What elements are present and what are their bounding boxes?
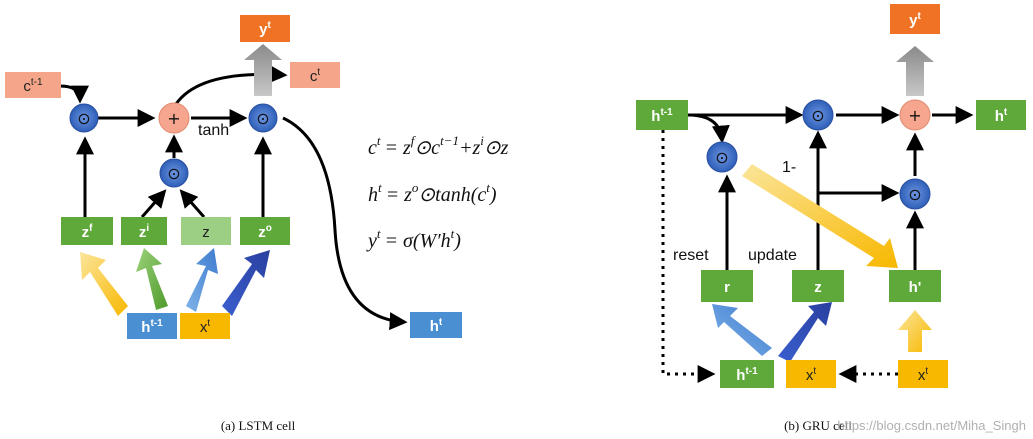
lstm-equations: ct= zf⊙ct−1+zi⊙z ht= zo⊙tanh(ct) yt= σ(W… bbox=[366, 133, 509, 252]
mult-symbol: ⊙ bbox=[811, 106, 824, 125]
mult-symbol: ⊙ bbox=[908, 185, 921, 204]
gru-connections bbox=[687, 106, 974, 270]
box-c-prev: ct-1 bbox=[5, 72, 61, 98]
input-mult-node: ⊙ bbox=[159, 158, 189, 188]
box-zi: zi bbox=[121, 217, 167, 245]
svg-text:h': h' bbox=[909, 279, 922, 296]
box-gru-h-prime: h' bbox=[889, 270, 941, 302]
equation-ct: ct= zf⊙ct−1+zi⊙z bbox=[368, 133, 509, 159]
svg-text:z: z bbox=[814, 279, 822, 296]
box-y-out: yt bbox=[240, 15, 290, 42]
box-zo: zo bbox=[240, 217, 290, 245]
box-gru-h-out: ht bbox=[976, 100, 1026, 130]
box-h-prev: ht-1 bbox=[127, 313, 177, 339]
arrow-to-r bbox=[712, 304, 772, 356]
svg-text:ht: ht bbox=[430, 317, 443, 335]
equation-ht: ht= zo⊙tanh(ct) bbox=[368, 180, 497, 206]
arrow-to-zo bbox=[222, 250, 270, 316]
output-mult-to-ht bbox=[282, 116, 408, 331]
box-h-out: ht bbox=[410, 312, 462, 338]
svg-text:xt: xt bbox=[918, 366, 929, 384]
arrow-to-zi bbox=[136, 248, 168, 310]
add-node: + bbox=[158, 102, 190, 134]
arrow-to-z bbox=[778, 302, 832, 362]
box-c-out: ct bbox=[290, 62, 340, 88]
tanh-label: tanh bbox=[198, 122, 229, 139]
gru-caption: (b) GRU cell bbox=[784, 418, 852, 433]
hprev-to-reset-mult bbox=[687, 113, 730, 144]
svg-text:yt: yt bbox=[259, 20, 271, 38]
svg-text:zi: zi bbox=[139, 223, 150, 241]
watermark: https://blog.csdn.net/Miha_Singh bbox=[837, 418, 1026, 433]
mult-symbol: ⊙ bbox=[256, 109, 269, 128]
gru-add-node: + bbox=[899, 99, 931, 131]
svg-text:xt: xt bbox=[200, 318, 211, 336]
equation-yt: yt= σ(W′ht) bbox=[366, 226, 461, 252]
box-gru-h-prev-bottom: ht-1 bbox=[720, 360, 774, 388]
update-label: update bbox=[748, 247, 797, 264]
mult-symbol: ⊙ bbox=[167, 164, 180, 183]
gru-output-up-arrow bbox=[896, 46, 934, 96]
z-to-mult bbox=[179, 189, 206, 218]
gru-dotted-connections bbox=[661, 130, 898, 383]
output-mult-node: ⊙ bbox=[248, 103, 278, 133]
box-gru-z: z bbox=[792, 270, 844, 302]
plus-symbol: + bbox=[167, 109, 180, 128]
arrow-to-zf bbox=[80, 252, 128, 316]
mult-symbol: ⊙ bbox=[715, 148, 728, 167]
box-gru-h-prev-top: ht-1 bbox=[636, 100, 688, 130]
hprev-dotted-loop bbox=[661, 130, 716, 383]
gru-diagram: ⊙ ⊙ + ⊙ reset update 1- ht-1 yt ht bbox=[636, 4, 1026, 433]
zi-to-mult bbox=[140, 189, 167, 218]
svg-text:ht-1: ht-1 bbox=[736, 366, 758, 384]
svg-text:ht-1: ht-1 bbox=[141, 318, 163, 336]
svg-text:ct: ct bbox=[310, 67, 321, 85]
lower-mult-node: ⊙ bbox=[899, 178, 931, 210]
lstm-caption: (a) LSTM cell bbox=[221, 418, 296, 433]
svg-text:yt: yt bbox=[909, 11, 921, 29]
box-gru-y-out: yt bbox=[890, 4, 940, 34]
arrow-to-z bbox=[186, 248, 218, 312]
cprev-to-forget-mult bbox=[59, 84, 89, 104]
box-zf: zf bbox=[61, 217, 113, 245]
diagonal-arrow-to-hprime bbox=[742, 164, 898, 268]
output-up-arrow bbox=[244, 44, 282, 96]
one-minus-label: 1- bbox=[782, 159, 796, 176]
reset-label: reset bbox=[673, 247, 709, 264]
plus-symbol: + bbox=[908, 106, 921, 125]
svg-text:ct-1: ct-1 bbox=[23, 77, 43, 95]
svg-text:r: r bbox=[724, 279, 730, 296]
box-gru-x-mid: xt bbox=[786, 360, 836, 388]
svg-text:z: z bbox=[202, 224, 210, 241]
lstm-diagram: ⊙ + ⊙ ⊙ tanh ct-1 yt ct zf bbox=[5, 15, 462, 433]
svg-text:xt: xt bbox=[806, 366, 817, 384]
arrow-to-hprime bbox=[898, 310, 932, 352]
lstm-input-arrows bbox=[80, 248, 270, 316]
svg-text:ht-1: ht-1 bbox=[651, 107, 673, 125]
box-gru-x-right: xt bbox=[898, 360, 948, 388]
box-z: z bbox=[181, 217, 231, 245]
mult-symbol: ⊙ bbox=[77, 109, 90, 128]
svg-text:zo: zo bbox=[258, 223, 272, 241]
lstm-connections bbox=[59, 65, 408, 331]
forget-mult-node: ⊙ bbox=[69, 103, 99, 133]
top-mult-node: ⊙ bbox=[802, 99, 834, 131]
svg-text:zf: zf bbox=[82, 223, 94, 241]
box-x-in: xt bbox=[180, 313, 230, 339]
box-gru-r: r bbox=[701, 270, 753, 302]
svg-text:ht: ht bbox=[995, 107, 1008, 125]
reset-mult-node: ⊙ bbox=[706, 141, 738, 173]
